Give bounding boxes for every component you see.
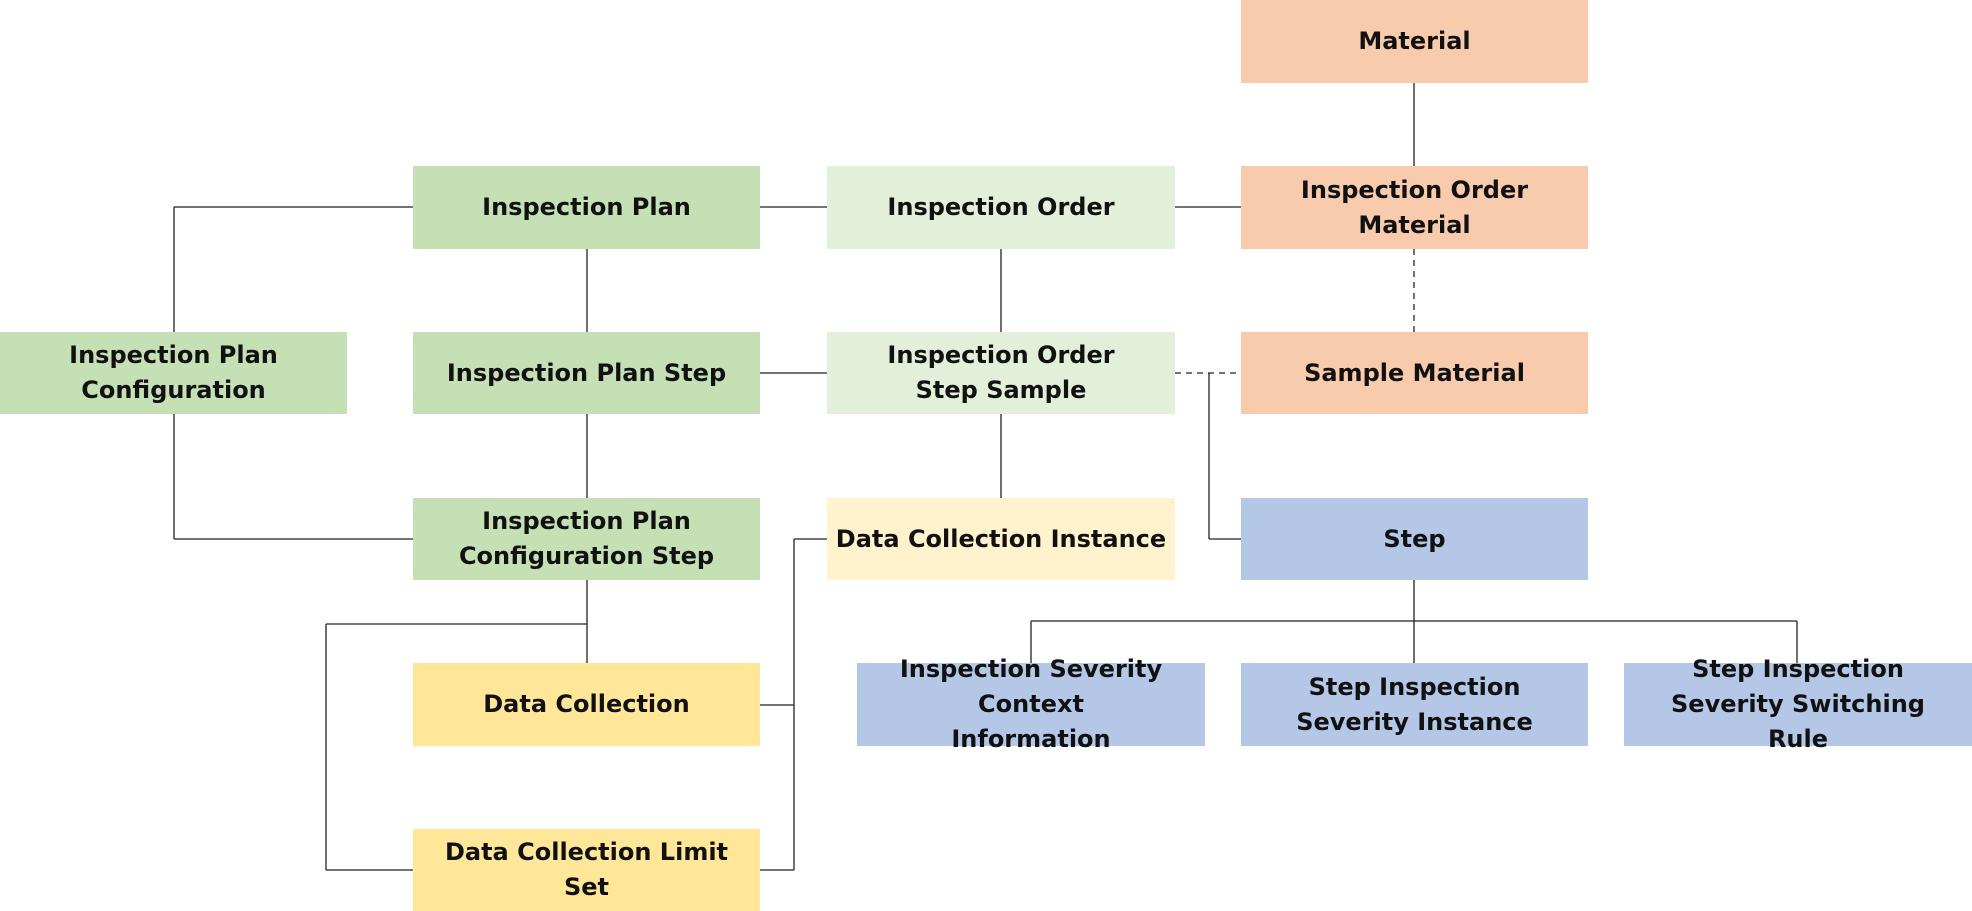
- node-step-label: Step: [1383, 524, 1446, 553]
- node-inspection-plan-configuration-step-label: Inspection Plan Configuration Step: [458, 507, 715, 570]
- node-inspection-plan: Inspection Plan: [413, 166, 760, 249]
- node-sample-material-label: Sample Material: [1304, 358, 1525, 387]
- node-data-collection: Data Collection: [413, 663, 760, 746]
- node-data-collection-label: Data Collection: [483, 690, 690, 718]
- node-inspection-plan-configuration: Inspection Plan Configuration: [0, 332, 347, 414]
- node-data-collection-instance-label: Data Collection Instance: [835, 524, 1167, 553]
- node-inspection-order: Inspection Order: [827, 166, 1175, 249]
- node-inspection-order-label: Inspection Order: [887, 193, 1115, 221]
- node-step: Step: [1241, 498, 1588, 580]
- node-inspection-order-step-sample-label: Inspection Order Step Sample: [887, 341, 1115, 404]
- node-material-label: Material: [1358, 27, 1471, 55]
- node-inspection-order-material-label: Inspection Order Material: [1300, 175, 1529, 239]
- node-step-inspection-severity-instance-label: Step Inspection Severity Instance: [1296, 672, 1533, 736]
- node-sample-material: Sample Material: [1241, 332, 1588, 414]
- node-inspection-plan-label: Inspection Plan: [482, 193, 691, 221]
- node-inspection-order-step-sample: Inspection Order Step Sample: [827, 332, 1175, 414]
- node-inspection-plan-configuration-label: Inspection Plan Configuration: [69, 341, 278, 404]
- node-data-collection-instance: Data Collection Instance: [827, 498, 1175, 580]
- node-inspection-plan-step-label: Inspection Plan Step: [446, 358, 727, 387]
- node-data-collection-limit-set: Data Collection Limit Set: [413, 829, 760, 911]
- node-inspection-severity-context-information-label: Inspection Severity Context Information: [899, 655, 1163, 753]
- node-inspection-order-material: Inspection Order Material: [1241, 166, 1588, 249]
- node-step-inspection-severity-switching-rule: Step Inspection Severity Switching Rule: [1624, 655, 1972, 753]
- node-inspection-severity-context-information: Inspection Severity Context Information: [857, 655, 1205, 753]
- node-material: Material: [1241, 0, 1588, 83]
- node-inspection-plan-step: Inspection Plan Step: [413, 332, 760, 414]
- node-step-inspection-severity-switching-rule-label: Step Inspection Severity Switching Rule: [1671, 655, 1925, 753]
- node-inspection-plan-configuration-step: Inspection Plan Configuration Step: [413, 498, 760, 580]
- node-step-inspection-severity-instance: Step Inspection Severity Instance: [1241, 663, 1588, 746]
- node-data-collection-limit-set-label: Data Collection Limit Set: [444, 838, 729, 901]
